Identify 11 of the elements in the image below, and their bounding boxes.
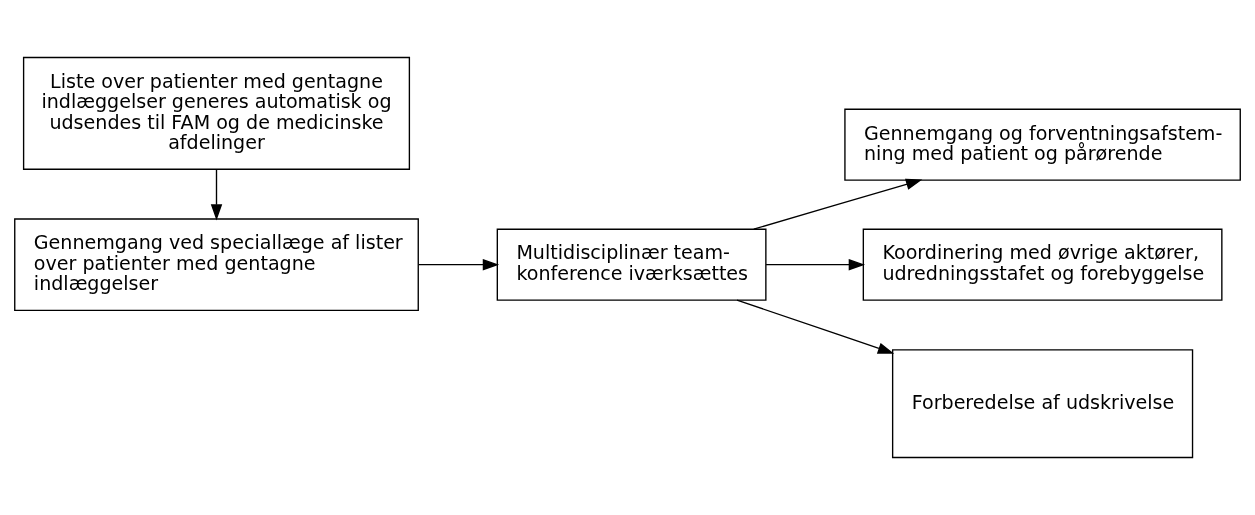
arrow [210,168,223,221]
arrow [417,258,500,271]
arrow [736,299,895,354]
node-box: Forberedelse af udskrivelse [891,349,1194,459]
node-box: Multidisciplinær team- konference iværksættes [496,228,767,301]
arrow [753,178,923,230]
node-box: Gennemgang ved speciallæge af lister over patienter med gentagne indlæggelser [14,218,419,311]
node-box: Gennemgang og forventningsafstem- ning med patient og pårørende [844,108,1241,181]
node-box: Koordinering med øvrige aktører, udredningsstafet og forebyggelse [862,228,1223,301]
node-box: Liste over patienter med gentagne indlæggelser generes automatisk og udsendes til FAM og de medicinske afdelinger [22,56,411,170]
arrow [765,258,866,271]
